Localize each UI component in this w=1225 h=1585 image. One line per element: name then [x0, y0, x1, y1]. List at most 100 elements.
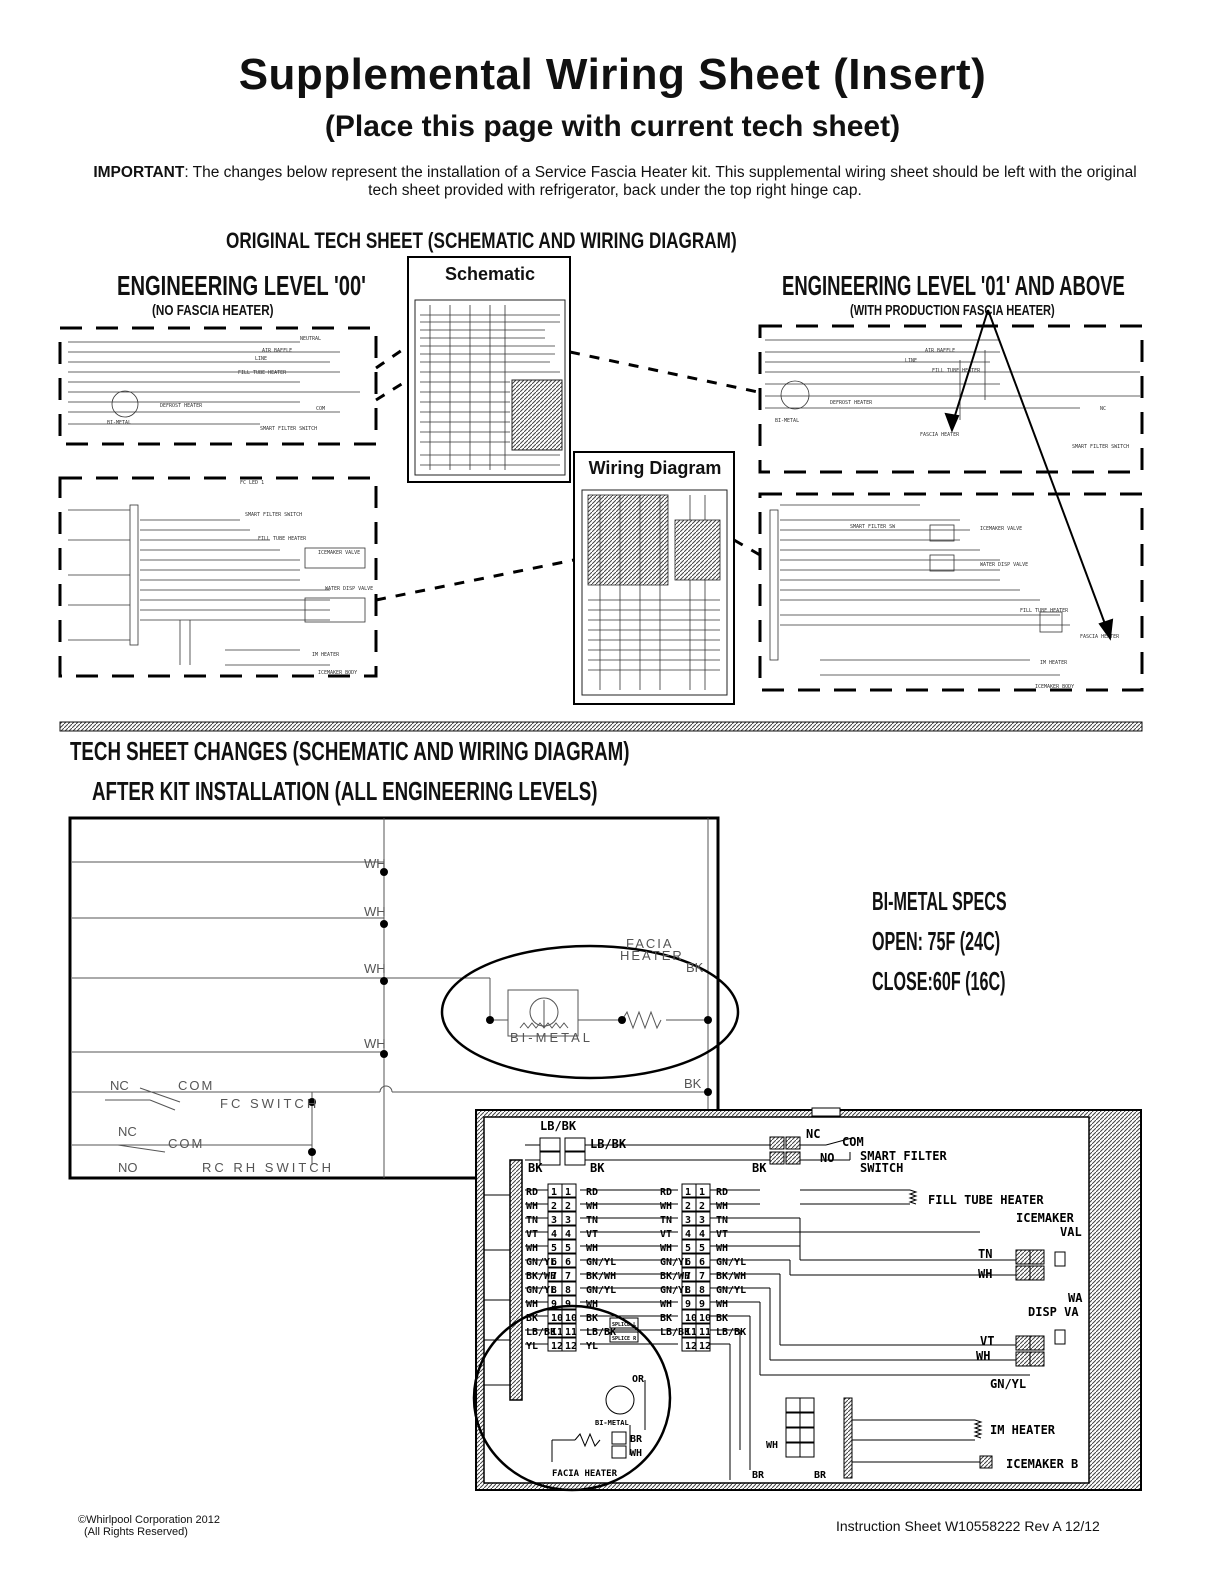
- lvl00-fc-led-label: FC LED 1: [240, 480, 264, 486]
- pin-number: 5: [551, 1243, 557, 1254]
- lvl01-fascia-label: FASCIA HEATER: [920, 432, 960, 438]
- pin-number: 3: [551, 1215, 557, 1226]
- eng-level-00-sub: (NO FASCIA HEATER): [152, 302, 274, 319]
- nc-label: NC: [110, 1078, 129, 1093]
- com-label: COM: [178, 1078, 214, 1093]
- lvl00-air-baffle-label: AIR BAFFLE: [262, 348, 292, 354]
- page-subtitle: (Place this page with current tech sheet…: [324, 110, 901, 143]
- level-01-schematic: AIR BAFFLE LINE FILL TUBE HEATER DEFROST…: [758, 324, 1144, 474]
- wd-bk-label: BK: [590, 1161, 605, 1175]
- pin-number: 8: [551, 1285, 557, 1296]
- wh-label-2: WH: [364, 904, 386, 919]
- pin-number: 2: [699, 1201, 705, 1212]
- pin-number: 11: [565, 1327, 577, 1338]
- lvl00-water-valve-label: WATER DISP VALVE: [325, 586, 373, 592]
- wd-splice-r: SPLICE R: [612, 1336, 637, 1342]
- pin-wire-color: VT: [716, 1229, 728, 1240]
- pin-wire-color: GN/YL: [660, 1257, 690, 1268]
- pin-number: 6: [699, 1257, 705, 1268]
- pin-wire-color: WH: [586, 1201, 598, 1212]
- section-divider: [59, 721, 1143, 732]
- pin-box: [695, 1281, 711, 1296]
- pin-wire-color: BK/WH: [660, 1271, 690, 1282]
- lvl00-smart-filter-label: SMART FILTER SWITCH: [260, 426, 317, 432]
- wh-label-3: WH: [364, 961, 386, 976]
- pin-wire-color: WH: [660, 1243, 672, 1254]
- lvl00-line-label: LINE: [255, 356, 267, 362]
- eng-level-00-heading: ENGINEERING LEVEL '00': [117, 270, 366, 301]
- wd-bk-label-2: BK: [528, 1161, 543, 1175]
- lvl01-smart-filter-sw-label: SMART FILTER SW: [850, 524, 896, 530]
- pin-number: 12: [551, 1341, 563, 1352]
- lvl00-fill-tube-label: FILL TUBE HEATER: [238, 370, 287, 376]
- wd-br-label-2: BR: [752, 1470, 765, 1481]
- copyright-line: ©Whirlpool Corporation 2012: [78, 1514, 221, 1526]
- pin-wire-color: LB/BK: [526, 1327, 556, 1338]
- pin-number: 3: [565, 1215, 571, 1226]
- wd-br-label-3: BR: [814, 1470, 827, 1481]
- lvl00-bimetal-label: BI-METAL: [107, 420, 131, 426]
- pin-wire-color: VT: [660, 1229, 672, 1240]
- pin-number: 10: [699, 1313, 711, 1324]
- pin-wire-color: BK/WH: [716, 1271, 746, 1282]
- pin-number: 3: [685, 1215, 691, 1226]
- wh-label-4: WH: [364, 1036, 386, 1051]
- pin-number: 9: [699, 1299, 705, 1310]
- wh-label-1: WH: [364, 856, 386, 871]
- pin-number: 4: [685, 1229, 691, 1240]
- wd-im-heater-label: IM HEATER: [990, 1423, 1056, 1437]
- pin-box: [561, 1309, 577, 1324]
- wd-br-label: BR: [630, 1434, 643, 1445]
- fascia-highlight-ellipse: [440, 944, 740, 1080]
- pin-wire-color: TN: [660, 1215, 672, 1226]
- lvl00-icemaker-valve-label: ICEMAKER VALVE: [318, 550, 360, 556]
- junction-dots: [308, 868, 712, 1156]
- wd-lbbk-label-2: LB/BK: [590, 1137, 627, 1151]
- lvl01-fill-tube-label: FILL TUBE HEATER: [932, 368, 981, 374]
- pin-number: 8: [699, 1285, 705, 1296]
- pin-wire-color: GN/YL: [586, 1285, 616, 1296]
- pin-wire-color: BK: [660, 1313, 672, 1324]
- schematic-label: Schematic: [444, 264, 536, 284]
- pin-number: 1: [699, 1187, 705, 1198]
- lvl00-neutral-label: NEUTRAL: [300, 336, 321, 342]
- pin-number: 2: [565, 1201, 571, 1212]
- pin-box: [695, 1183, 711, 1198]
- pin-wire-color: RD: [716, 1187, 728, 1198]
- wd-nc-label: NC: [806, 1127, 820, 1141]
- pin-number: 11: [699, 1327, 711, 1338]
- pin-number: 1: [565, 1187, 571, 1198]
- pin-wire-color: GN/YL: [526, 1257, 556, 1268]
- pin-number: 6: [551, 1257, 557, 1268]
- wd-disp-va-label: DISP VA: [1028, 1305, 1079, 1319]
- pin-box: [695, 1197, 711, 1212]
- pin-number: 11: [685, 1327, 697, 1338]
- large-schematic: WH WH WH WH BK BK FACIA HEATER BI-METAL …: [68, 816, 740, 1180]
- lvl01-icemaker-body-label: ICEMAKER BODY: [1035, 684, 1074, 690]
- facia-label-1: FACIA: [626, 936, 674, 951]
- fc-switch-label: FC SWITCH: [220, 1096, 319, 1111]
- pin-number: 6: [565, 1257, 571, 1268]
- pin-number: 4: [565, 1229, 571, 1240]
- wd-wh-label-2: WH: [976, 1349, 990, 1363]
- pin-number: 5: [685, 1243, 691, 1254]
- lvl01-line-label: LINE: [905, 358, 917, 364]
- lvl00-smart-filter-sw-label: SMART FILTER SWITCH: [245, 512, 302, 518]
- pin-wire-color: TN: [526, 1215, 538, 1226]
- wd-switch-label: SWITCH: [860, 1161, 903, 1175]
- nc-label-2: NC: [118, 1124, 137, 1139]
- pin-box: [561, 1183, 577, 1198]
- pin-wire-color: BK: [586, 1313, 598, 1324]
- pin-number: 8: [685, 1285, 691, 1296]
- pin-wire-color: GN/YL: [716, 1285, 746, 1296]
- wd-bimetal-label: BI-METAL: [595, 1419, 629, 1427]
- pin-box: [561, 1253, 577, 1268]
- pin-box: [695, 1211, 711, 1226]
- pin-box: [695, 1309, 711, 1324]
- pin-number: 5: [565, 1243, 571, 1254]
- pin-wire-color: VT: [586, 1229, 598, 1240]
- lvl01-icemaker-valve-label: ICEMAKER VALVE: [980, 526, 1022, 532]
